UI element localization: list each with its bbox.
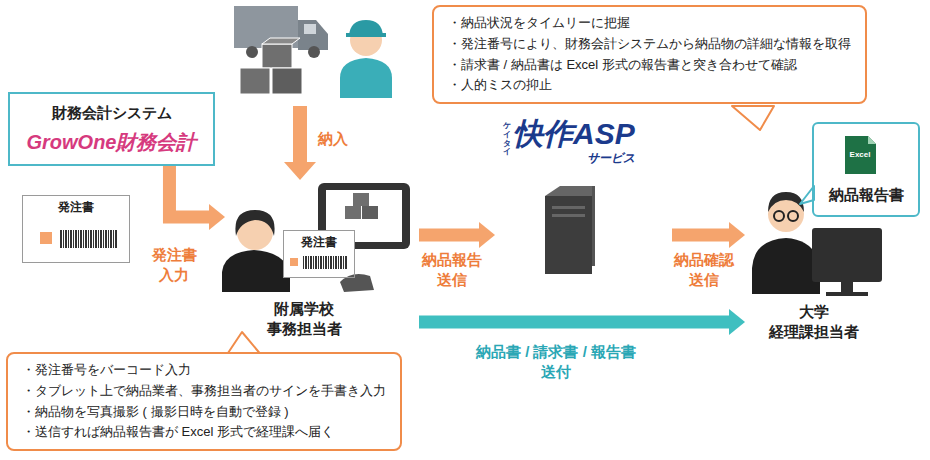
node-text: 財務会計システム xyxy=(18,104,205,123)
document-card: 発注書 xyxy=(283,230,355,278)
flow-arrow xyxy=(419,229,479,242)
node-text: ケイタイ xyxy=(503,122,511,167)
system-box: 財務会計システム GrowOne財務会計 xyxy=(8,92,215,166)
node-text: ・発注番号をバーコード入力 xyxy=(22,360,386,381)
delivery-worker xyxy=(340,20,392,98)
edge-label: 納品書 / 請求書 / 報告書 送付 xyxy=(466,342,646,381)
document-card: 発注書 xyxy=(22,195,130,263)
excel-icon xyxy=(845,136,876,174)
server-tower xyxy=(545,186,595,274)
node-text: サービス xyxy=(513,150,635,167)
node-text: ・タブレット上で納品業者、事務担当者のサインを手書き入力 xyxy=(22,381,386,402)
flow-arrow xyxy=(672,229,729,242)
node-text: GrowOne財務会計 xyxy=(18,129,205,156)
actor: 附属学校 事務担当者 xyxy=(225,185,415,340)
flow-arrow xyxy=(419,316,729,329)
node-text: 附属学校 事務担当者 xyxy=(263,299,346,338)
callout-box: ・納品状況をタイムリーに把握・発注番号により、財務会計システムから納品物の詳細な… xyxy=(432,5,867,104)
node-text: 快作ASP xyxy=(513,118,635,150)
accountant-figure xyxy=(752,192,882,296)
report-bubble: 納品報告書 xyxy=(812,122,920,217)
edge-label: 納品確認 送信 xyxy=(670,250,738,289)
node-text: ・請求書 / 納品書は Excel 形式の報告書と突き合わせて確認 xyxy=(448,55,851,76)
node-text: ・納品状況をタイムリーに把握 xyxy=(448,13,851,34)
node-text: 発注書 xyxy=(23,199,129,216)
held-document xyxy=(283,230,374,292)
node-text: ・発注番号により、財務会計システムから納品物の詳細な情報を取得 xyxy=(448,34,851,55)
edge-label: 納品報告 送信 xyxy=(418,250,486,289)
node-text: ・人的ミスの抑止 xyxy=(448,75,851,96)
flow-arrow xyxy=(169,166,209,217)
node-text: ・送信すれば納品報告書が Excel 形式で経理課へ届く xyxy=(22,422,386,443)
order-document xyxy=(22,195,130,263)
edge-label: 発注書 入力 xyxy=(148,245,201,284)
service-server: ケイタイ快作ASPサービス xyxy=(497,118,672,276)
node-text: 大学 経理課担当者 xyxy=(765,302,863,341)
node-text: ・納品物を写真撮影 ( 撮影日時を自動で登録 ) xyxy=(22,402,386,423)
clerk-figure xyxy=(222,210,290,292)
delivery-arrow xyxy=(284,106,316,180)
callout-tail xyxy=(732,106,774,130)
callout-box: ・発注番号をバーコード入力・タブレット上で納品業者、事務担当者のサインを手書き入… xyxy=(6,352,402,451)
boxes xyxy=(240,38,302,94)
actor: 大学 経理課担当者 xyxy=(745,178,895,343)
node-text: 納品報告書 xyxy=(829,186,904,205)
node-text: 発注書 xyxy=(284,234,354,251)
arrow-label: 納入 xyxy=(318,130,348,149)
icon-label: Excel xyxy=(846,150,874,159)
